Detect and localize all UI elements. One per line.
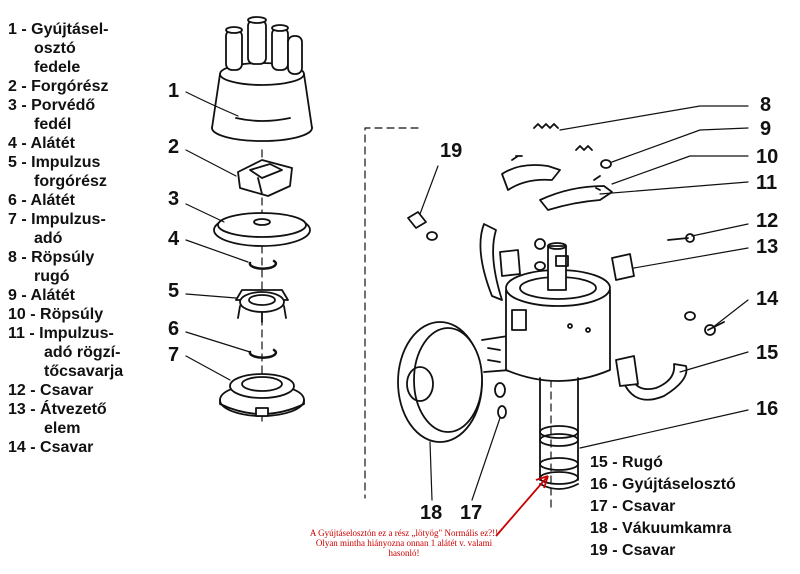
leader-12 (691, 223, 749, 237)
callout-18: 18 (420, 502, 443, 524)
leader-8 (559, 105, 749, 131)
flyweight-spring-part (533, 123, 559, 129)
callout-19: 19 (440, 140, 463, 162)
leader-16 (579, 409, 749, 449)
leader-5 (185, 293, 237, 299)
screw-19-part (407, 211, 438, 241)
legend-11-line1: 11 - Impulzus- (8, 325, 114, 342)
callout-10: 10 (756, 146, 779, 168)
leader-4 (185, 239, 249, 263)
leader-9 (611, 127, 749, 163)
rotor-part (237, 159, 293, 197)
legend-17: 17 - Csavar (590, 498, 676, 515)
dust-cover-part (213, 212, 311, 247)
washer-4-part (248, 259, 278, 270)
callout-7: 7 (168, 344, 180, 366)
leader-11 (599, 181, 749, 195)
legend-10: 10 - Röpsúly (8, 306, 104, 323)
legend-3-line1: 3 - Porvédő (8, 97, 96, 114)
callout-6: 6 (168, 318, 180, 340)
legend-1-line3: fedele (34, 59, 81, 76)
vacuum-chamber-part (397, 321, 511, 443)
leader-6 (185, 331, 251, 353)
legend-13-line1: 13 - Átvezető (8, 401, 107, 418)
callout-12: 12 (756, 210, 779, 232)
legend-2: 2 - Forgórész (8, 78, 109, 95)
legend-8-line1: 8 - Röpsúly (8, 249, 95, 266)
bracket-part (479, 223, 635, 301)
legend-7-line2: adó (34, 230, 63, 247)
leader-15 (679, 351, 749, 373)
axis-line-right (364, 127, 419, 499)
leader-10 (611, 155, 749, 185)
spring-clip-tab (615, 355, 639, 387)
legend-5-line2: forgórész (34, 173, 107, 190)
washer-9-ring (600, 159, 612, 169)
screw-17-part (494, 382, 507, 419)
callout-11: 11 (756, 172, 778, 194)
legend-11-line3: tőcsavarja (44, 363, 124, 380)
callout-15: 15 (756, 342, 779, 364)
legend-11-line2: adó rögzí- (44, 344, 121, 361)
annotation-arrow (495, 475, 549, 537)
legend-16: 16 - Gyújtáselosztó (590, 476, 736, 493)
impulse-rotor-part (235, 289, 289, 323)
leader-18 (429, 441, 433, 501)
legend-9: 9 - Alátét (8, 287, 75, 304)
callout-17: 17 (460, 502, 483, 524)
annotation-note: A Gyújtáselosztón ez a rész „lötyög" Nor… (309, 528, 499, 558)
legend-5-line1: 5 - Impulzus (8, 154, 101, 171)
spring-clip-part (619, 363, 688, 401)
legend-4: 4 - Alátét (8, 135, 75, 152)
leader-2 (185, 149, 237, 177)
leader-14 (711, 299, 749, 329)
legend-1-line2: osztó (34, 40, 76, 57)
legend-12: 12 - Csavar (8, 382, 94, 399)
flyweights-part (501, 155, 613, 211)
washer-9-part (575, 145, 593, 151)
callout-1: 1 (168, 80, 180, 102)
leader-13 (633, 247, 749, 269)
legend-13-line2: elem (44, 420, 81, 437)
legend-19: 19 - Csavar (590, 542, 676, 559)
leader-1 (185, 91, 239, 117)
callout-16: 16 (756, 398, 779, 420)
callout-13: 13 (756, 236, 779, 258)
leader-19 (419, 165, 439, 215)
legend-14: 14 - Csavar (8, 439, 94, 456)
callout-8: 8 (760, 94, 772, 116)
leader-3 (185, 203, 225, 223)
distributor-cap-part (211, 16, 313, 142)
legend-left: 1 - Gyújtásel- osztó fedele 2 - Forgórés… (8, 20, 123, 457)
legend-1-line1: 1 - Gyújtásel- (8, 21, 109, 38)
legend-18: 18 - Vákuumkamra (590, 520, 732, 537)
callout-3: 3 (168, 188, 180, 210)
callout-9: 9 (760, 118, 772, 140)
legend-7-line1: 7 - Impulzus- (8, 211, 106, 228)
screw-12-part (667, 233, 695, 243)
impulse-sender-part (219, 373, 305, 417)
callout-2: 2 (168, 136, 180, 158)
legend-8-line2: rugó (34, 268, 70, 285)
callout-14: 14 (756, 288, 779, 310)
leader-17 (471, 417, 501, 501)
legend-6: 6 - Alátét (8, 192, 75, 209)
callout-5: 5 (168, 280, 180, 302)
legend-3-line2: fedél (34, 116, 72, 133)
screw-14-part (684, 311, 725, 336)
legend-right: 15 - Rugó 16 - Gyújtáselosztó 17 - Csava… (590, 452, 736, 562)
distributor-body-part (505, 242, 611, 490)
washer-6-part (248, 348, 278, 359)
leader-7 (185, 355, 231, 381)
legend-15: 15 - Rugó (590, 454, 663, 471)
callout-4: 4 (168, 228, 180, 250)
